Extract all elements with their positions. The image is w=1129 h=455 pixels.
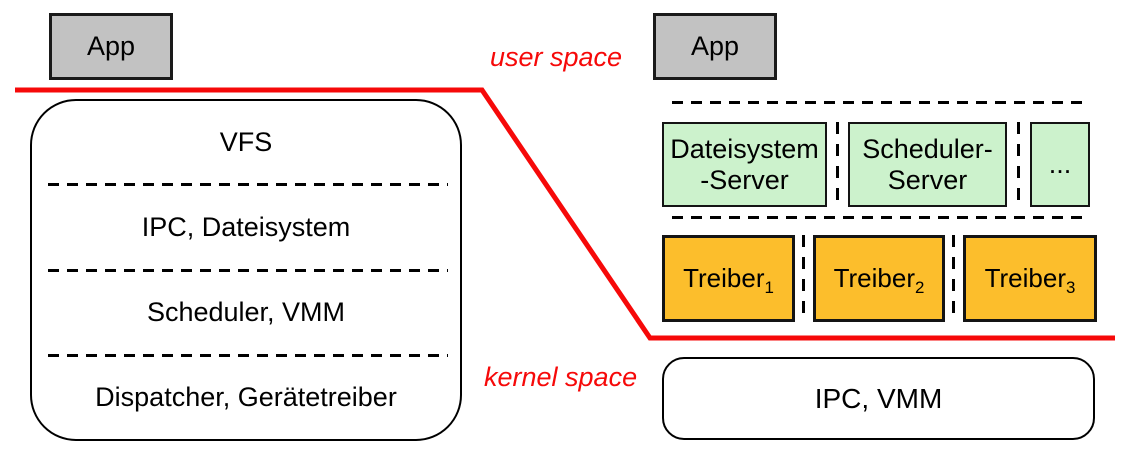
driver-box-3: Treiber3 (963, 235, 1097, 322)
server-box-scheduler: Scheduler- Server (848, 122, 1007, 207)
driver-label: Treiber3 (984, 263, 1076, 298)
microkernel-app-label: App (690, 31, 740, 61)
server-label-line: ... (1048, 149, 1072, 179)
kernel-layer-label: IPC, Dateisystem (141, 211, 351, 242)
dashed-line-below-servers (672, 216, 1088, 219)
monolith-app-label: App (86, 31, 136, 61)
kernel-space-label: kernel space (484, 362, 638, 392)
server-label-line: -Server (700, 164, 789, 195)
driver-subscript: 3 (1065, 278, 1076, 298)
driver-box-1: Treiber1 (662, 235, 795, 322)
server-label-line: Scheduler- (862, 133, 993, 164)
driver-label: Treiber2 (833, 263, 925, 298)
server-box-ellipsis: ... (1030, 122, 1090, 207)
microkernel-ipc-vmm-label: IPC, VMM (814, 382, 943, 414)
driver-dashed-separator (952, 235, 955, 322)
dashed-line-above-servers (672, 101, 1088, 104)
kernel-layer-label: Dispatcher, Gerätetreiber (95, 382, 397, 413)
kernel-layer-label: VFS (219, 126, 273, 157)
server-dashed-separator (1017, 122, 1020, 207)
kernel-layer-label: Scheduler, VMM (146, 297, 346, 328)
microkernel-app-box: App (653, 13, 777, 80)
user-space-label: user space (490, 42, 623, 72)
kernel-layer-vfs: VFS (32, 101, 460, 183)
server-label-line: Dateisystem (670, 133, 819, 164)
driver-box-2: Treiber2 (813, 235, 945, 322)
driver-dashed-separator (802, 235, 805, 322)
driver-subscript: 2 (914, 278, 925, 298)
monolithic-kernel-box: VFS IPC, Dateisystem Scheduler, VMM Disp… (30, 99, 462, 441)
driver-label: Treiber1 (683, 263, 774, 298)
kernel-layer-ipc-dateisystem: IPC, Dateisystem (32, 186, 460, 268)
server-box-dateisystem: Dateisystem -Server (662, 122, 827, 207)
kernel-layer-dispatcher-geraetetreiber: Dispatcher, Gerätetreiber (32, 357, 460, 439)
server-label-line: Server (887, 164, 968, 195)
dashed-separator (48, 353, 448, 357)
monolith-app-box: App (49, 13, 173, 80)
driver-subscript: 1 (764, 278, 774, 298)
microkernel-ipc-vmm-box: IPC, VMM (662, 357, 1095, 440)
server-dashed-separator (836, 122, 839, 207)
kernel-layer-scheduler-vmm: Scheduler, VMM (32, 272, 460, 354)
